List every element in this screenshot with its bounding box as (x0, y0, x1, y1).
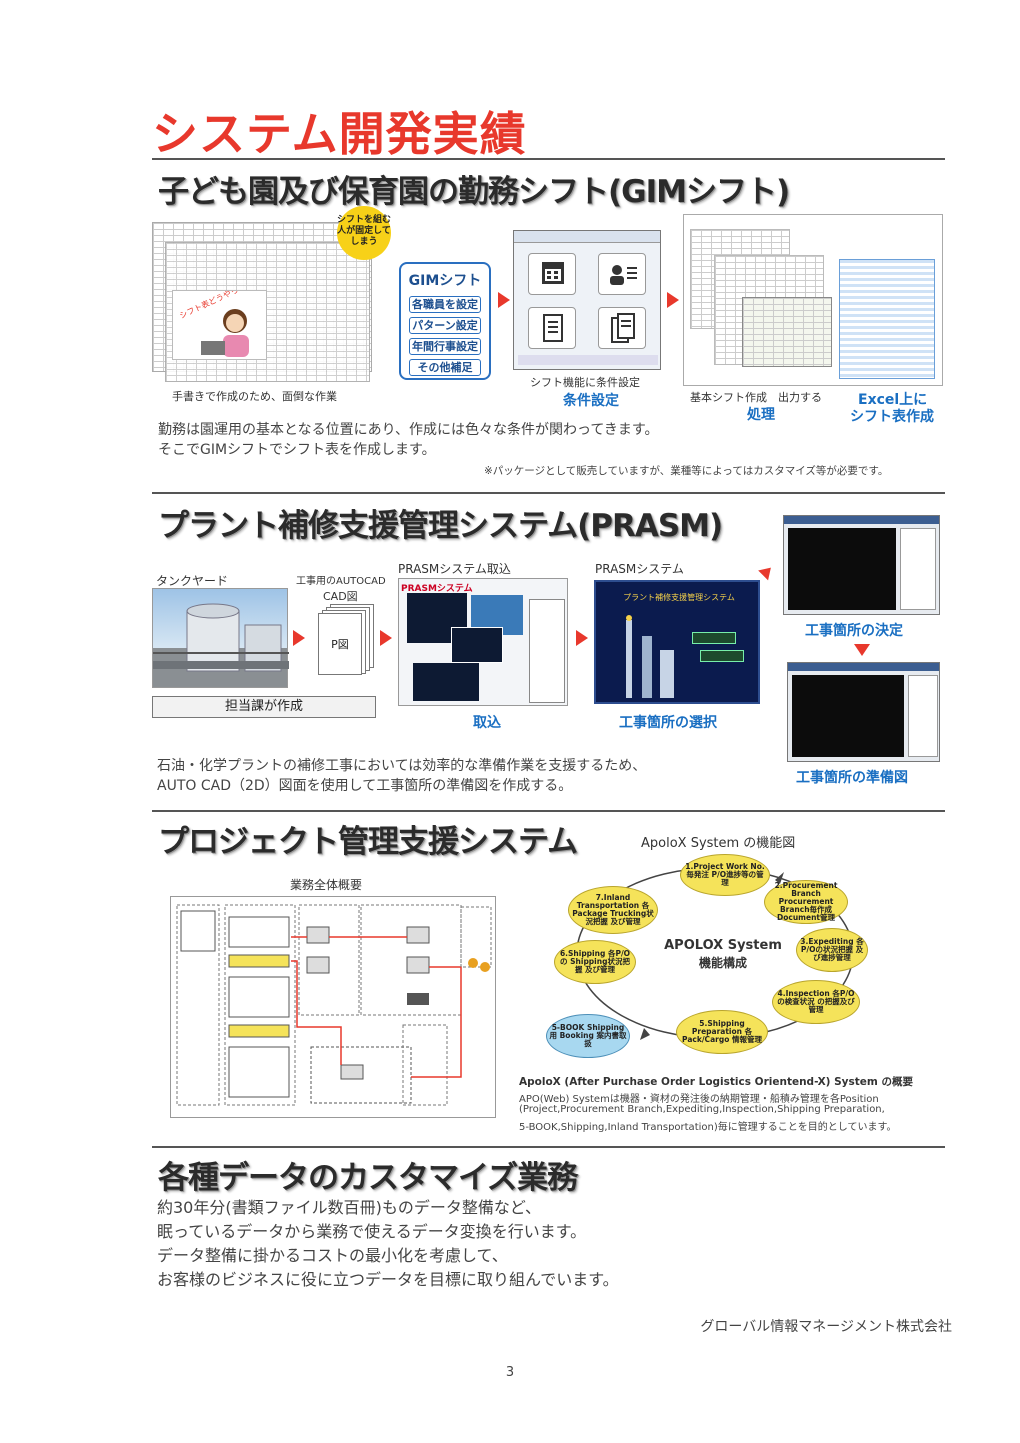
section4-line: 約30年分(書類ファイル数百冊)ものデータ整備など、 (157, 1198, 542, 1217)
gim-button-events[interactable]: 年間行事設定 (409, 338, 481, 355)
label-autocad-line2: CAD図 (323, 590, 358, 603)
section3-title: プロジェクト管理支援システム (158, 824, 578, 860)
pid-label: P図 (318, 613, 362, 675)
label-tankyard: タンクヤード (156, 574, 229, 588)
section4-line: データ整備に掛かるコストの最小化を考慮して、 (157, 1246, 508, 1265)
section1-desc-line2: そこでGIMシフトでシフト表を作成します。 (158, 442, 436, 458)
apolox-center-line2: 機能構成 (698, 956, 747, 970)
flow-arrow-icon (576, 630, 588, 646)
apolox-desc-line1: APO(Web) Systemは機器・資材の発注後の納期管理・船積み管理を各Po… (519, 1094, 879, 1105)
section4-body: 約30年分(書類ファイル数百冊)ものデータ整備など、 眠っているデータから業務で… (157, 1196, 619, 1292)
node-inspection: 4.Inspection 各P/Oの検査状況 の把握及び管理 (772, 980, 860, 1024)
cap-select: 工事箇所の選択 (619, 715, 717, 731)
apolox-diagram-title: ApoloX System の機能図 (641, 836, 796, 851)
section-divider (152, 492, 945, 494)
section-divider (152, 810, 945, 812)
company-name: グローバル情報マネージメント株式会社 (700, 1319, 952, 1335)
flow-arrow-icon (758, 562, 776, 581)
node-expediting: 3.Expediting 各P/Oの状況把握 及び進捗管理 (796, 928, 868, 972)
assigned-dept-box: 担当課が作成 (152, 696, 376, 718)
gim-title: GIMシフト (408, 273, 482, 289)
cap-decide: 工事箇所の決定 (805, 623, 903, 639)
flow-arrow-icon (498, 292, 510, 308)
apolox-center-line1: APOLOX System (664, 938, 782, 953)
apolox-desc-line2: (Project,Procurement Branch,Expediting,I… (519, 1104, 885, 1115)
import-banner: PRASMシステム (401, 584, 473, 594)
prasm-main-screen: プラント補修支援管理システム (594, 580, 760, 704)
node-shipping: 6.Shipping 各P/Oの Shipping状況把握 及び管理 (554, 940, 636, 984)
section4-title: 各種データのカスタマイズ業務 (158, 1160, 578, 1196)
apolox-function-diagram: APOLOX System 機能構成 1.Project Work No.毎発注… (540, 850, 880, 1060)
label-autocad-line1: 工事用のAUTOCAD (296, 576, 386, 587)
section4-line: お客様のビジネスに役に立つデータを目標に取り組んでいます。 (157, 1270, 619, 1289)
node-procurement: 2.Procurement Branch Procurement Branch毎… (764, 880, 848, 924)
business-overview-diagram (170, 896, 496, 1118)
section2-title: プラント補修支援管理システム(PRASM) (158, 508, 723, 544)
section1-title: 子ども園及び保育園の勤務シフト(GIMシフト) (158, 174, 790, 210)
flow-arrow-icon (667, 292, 679, 308)
flow-arrow-icon (293, 630, 305, 646)
tankyard-photo (152, 588, 289, 688)
staff-card-icon[interactable] (598, 253, 646, 295)
caption-basic-shift: 基本シフト作成 出力する (690, 391, 822, 404)
gim-button-pattern[interactable]: パターン設定 (409, 317, 481, 334)
step-condition: 条件設定 (563, 393, 619, 409)
flow-arrow-icon (380, 630, 392, 646)
step-excel-line1: Excel上に (858, 392, 928, 408)
step-process: 処理 (747, 407, 775, 423)
fixed-staff-badge: シフトを組む人が固定してしまう (337, 206, 391, 260)
apolox-heading: ApoloX (After Purchase Order Logistics O… (519, 1076, 914, 1088)
overview-label: 業務全体概要 (290, 878, 363, 892)
worried-person-illustration: シフト表どうやって作ろうか? (172, 266, 280, 360)
output-frame (683, 214, 943, 386)
section2-desc-line1: 石油・化学プラントの補修工事においては効率的な準備作業を支援するため、 (157, 758, 647, 774)
node-5book: 5-BOOK Shipping用 Booking 案内書取扱 (546, 1014, 630, 1058)
cad-drawing-stack: P図 (318, 604, 376, 676)
screen-title: プラント補修支援管理システム (623, 593, 735, 602)
step-excel-line2: シフト表作成 (850, 409, 934, 425)
gim-button-staff[interactable]: 各職員を設定 (409, 296, 481, 313)
node-project: 1.Project Work No.毎発注 P/O進捗等の管理 (680, 854, 770, 896)
flow-arrow-down-icon (854, 644, 870, 656)
copy-document-icon[interactable] (598, 307, 646, 349)
badge-text: シフトを組む人が固定してしまう (337, 215, 392, 247)
page-number: 3 (505, 1365, 515, 1380)
prep-screenshot (787, 662, 940, 762)
section1-note: ※パッケージとして販売していますが、業種等によってはカスタマイズ等が必要です。 (484, 465, 889, 477)
caption-handwork: 手書きで作成のため、面倒な作業 (172, 390, 337, 403)
label-prasm-system: PRASMシステム (595, 562, 684, 576)
gim-button-other[interactable]: その他補足 (409, 359, 481, 376)
window-caption: シフト機能に条件設定 (530, 376, 640, 389)
document-icon[interactable] (528, 307, 576, 349)
main-title: システム開発実績 (152, 107, 527, 161)
decide-screenshot (783, 515, 940, 615)
node-shipping-prep: 5.Shipping Preparation 各Pack/Cargo 情報管理 (676, 1010, 768, 1054)
apolox-desc-line3: 5-BOOK,Shipping,Inland Transportation)毎に… (519, 1122, 897, 1133)
sketch-text: シフト表どうやって作ろうか? (178, 291, 268, 321)
shift-condition-window (513, 230, 661, 370)
cap-prep: 工事箇所の準備図 (796, 770, 908, 786)
section-divider (152, 1146, 945, 1148)
cap-import: 取込 (473, 715, 501, 731)
section1-desc-line1: 勤務は園運用の基本となる位置にあり、作成には色々な条件が関わってきます。 (158, 422, 659, 438)
calendar-icon[interactable] (528, 253, 576, 295)
import-screenshot-collage: PRASMシステム (398, 578, 568, 706)
section-divider (152, 158, 945, 160)
gim-shift-panel: GIMシフト 各職員を設定 パターン設定 年間行事設定 その他補足 (399, 262, 491, 380)
label-prasm-import: PRASMシステム取込 (398, 562, 511, 576)
section4-line: 眠っているデータから業務で使えるデータ変換を行います。 (157, 1222, 587, 1241)
section2-desc-line2: AUTO CAD（2D）図面を使用して工事箇所の準備図を作成する。 (157, 778, 573, 794)
node-inland-transport: 7.Inland Transportation 各Package Truckin… (568, 886, 658, 934)
